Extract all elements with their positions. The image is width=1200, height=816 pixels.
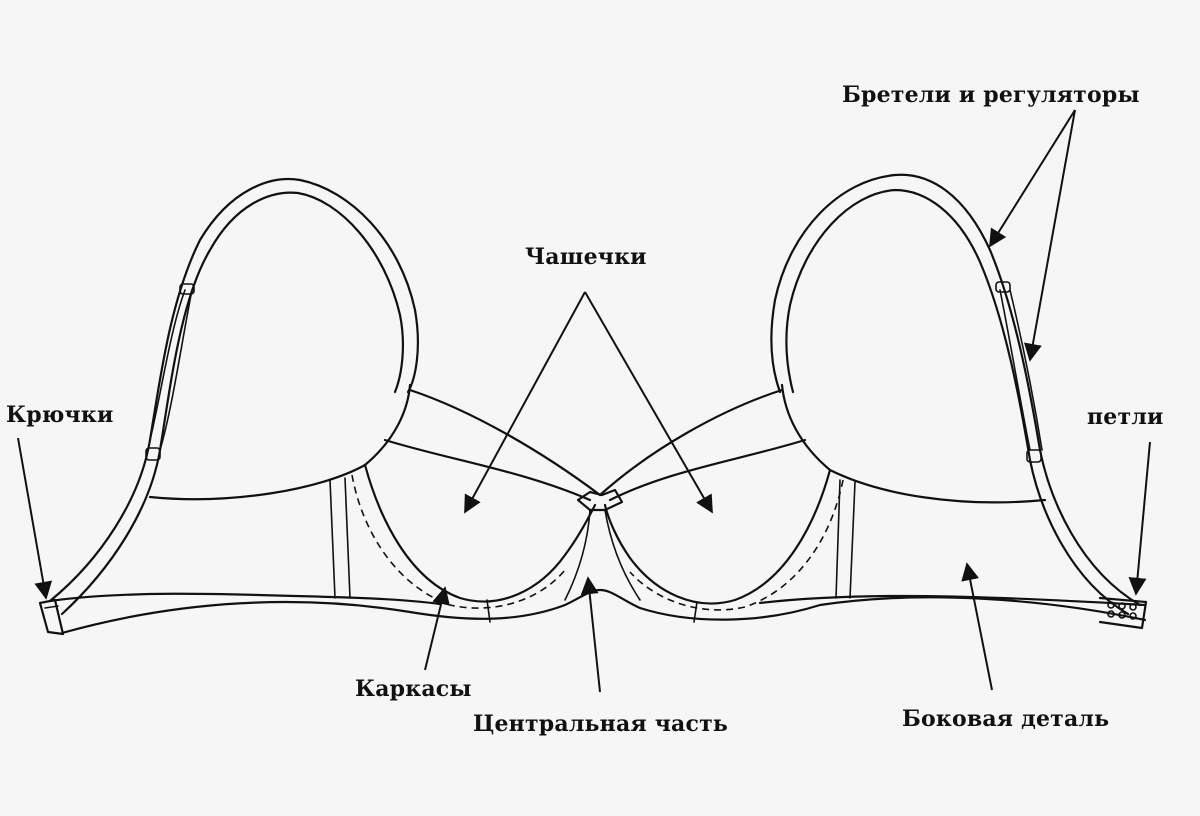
loop-tab — [1098, 596, 1148, 630]
right-cup — [598, 383, 1047, 623]
arrow-cups-right — [584, 291, 713, 514]
right-strap — [770, 173, 1142, 616]
left-cup — [148, 383, 602, 623]
label-straps-and-adjusters: Бретели и регуляторы — [842, 82, 1140, 108]
label-center-gore: Центральная часть — [473, 711, 729, 737]
arrow-side — [961, 562, 993, 691]
label-side-panel: Боковая деталь — [902, 706, 1110, 732]
arrow-center — [580, 576, 601, 693]
arrow-cups-left — [464, 291, 586, 514]
arrow-straps-1 — [989, 109, 1076, 248]
annotation-arrows — [17, 109, 1151, 693]
arrow-wires — [424, 586, 450, 671]
arrow-hooks — [17, 437, 53, 600]
arrow-straps-2 — [1024, 109, 1076, 362]
label-underwires: Каркасы — [355, 676, 472, 702]
center-gore — [564, 488, 641, 601]
arrow-loops — [1128, 441, 1151, 596]
bottom-band — [48, 588, 1147, 635]
left-strap — [48, 178, 419, 616]
label-hooks: Крючки — [6, 402, 114, 428]
hook-tab — [38, 598, 65, 636]
label-cups: Чашечки — [525, 244, 647, 270]
label-loops: петли — [1087, 404, 1164, 430]
